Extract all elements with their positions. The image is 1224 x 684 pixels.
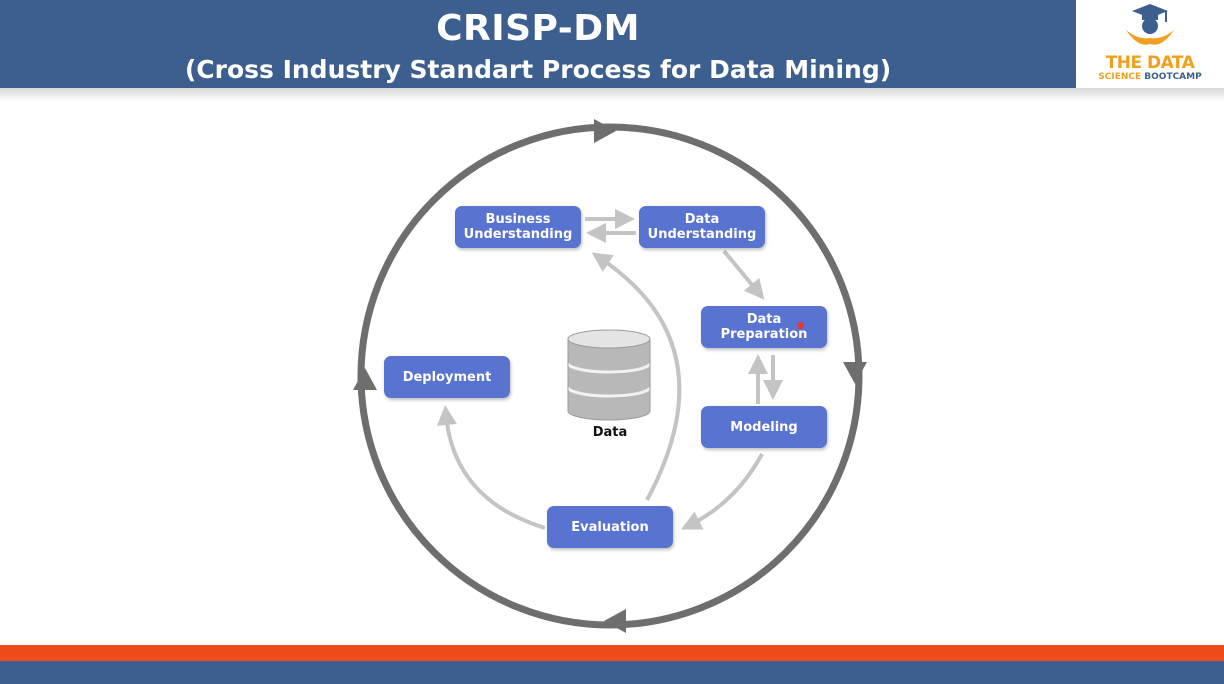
brand-logo: THE DATA SCIENCE BOOTCAMP	[1076, 0, 1224, 88]
graduation-cap-icon	[1126, 4, 1174, 45]
outer-arrow-top	[594, 119, 616, 143]
outer-arrow-left	[353, 368, 377, 390]
banner-shadow	[0, 88, 1224, 102]
logo-text-secondary: SCIENCE BOOTCAMP	[1098, 72, 1202, 82]
title-banner: CRISP-DM (Cross Industry Standart Proces…	[0, 0, 1076, 88]
slide-title: CRISP-DM	[436, 8, 640, 49]
phase-business-understanding: Business Understanding	[455, 206, 581, 248]
slide-subtitle: (Cross Industry Standart Process for Dat…	[184, 55, 892, 84]
arrow-du-to-dp	[722, 249, 765, 300]
arrow-eval-to-bu	[591, 252, 682, 501]
logo-text-primary: THE DATA	[1105, 53, 1195, 73]
phase-evaluation: Evaluation	[547, 506, 673, 548]
phase-deployment: Deployment	[384, 356, 510, 398]
arrow-eval-to-deploy	[436, 405, 546, 530]
footer-accent-bar	[0, 645, 1224, 661]
phase-modeling: Modeling	[701, 406, 827, 448]
database-icon	[566, 329, 652, 421]
arrow-mod-to-eval	[681, 453, 764, 530]
footer-bar	[0, 661, 1224, 684]
outer-arrow-right	[843, 362, 867, 384]
phase-data-preparation: Data Preparation	[701, 306, 827, 348]
phase-data-understanding: Data Understanding	[639, 206, 765, 248]
outer-arrow-bottom	[604, 609, 626, 633]
pointer-dot	[797, 322, 804, 329]
data-store-label: Data	[592, 425, 628, 440]
